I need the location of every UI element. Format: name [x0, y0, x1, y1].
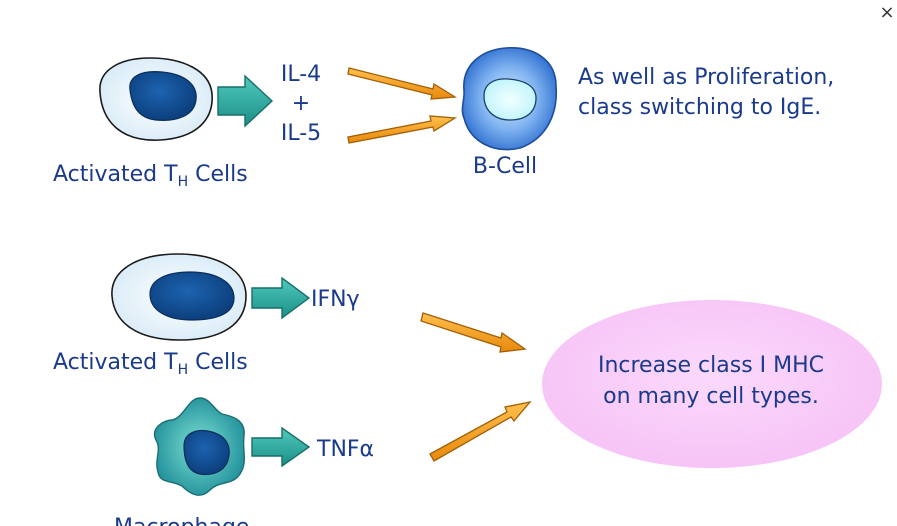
top-result-line1: As well as Proliferation,	[578, 65, 834, 90]
top-th-cell-label: Activated TH Cells	[53, 162, 248, 190]
top-th-label-tail: Cells	[188, 162, 248, 187]
top-th-label-main: Activated T	[53, 162, 178, 187]
bottom-th-label-main: Activated T	[53, 350, 178, 375]
tnf-label: TNFα	[316, 437, 374, 462]
bottom-result-line2: on many cell types.	[603, 384, 819, 409]
bottom-result-line1: Increase class I MHC	[598, 353, 824, 378]
b-cell-nucleus	[483, 78, 537, 121]
b-cell-label: B-Cell	[473, 154, 537, 179]
top-th-label-sub: H	[178, 174, 189, 190]
macrophage-nucleus	[183, 429, 230, 476]
bottom-th-label-sub: H	[178, 362, 189, 378]
il4-label: IL-4	[281, 62, 321, 87]
macrophage-label: Macrophage	[114, 515, 249, 526]
bottom-th-cell-label: Activated TH Cells	[53, 350, 248, 378]
il5-orange-arrow	[347, 115, 458, 144]
close-icon[interactable]: ×	[879, 2, 895, 23]
ifn-label: IFNγ	[311, 287, 360, 312]
top-th-cell-nucleus	[129, 71, 197, 121]
top-teal-arrow	[217, 74, 274, 128]
il4-orange-arrow	[347, 67, 458, 100]
target-ellipse	[542, 300, 882, 468]
ifn-teal-arrow	[251, 276, 311, 320]
tnf-teal-arrow	[251, 426, 311, 468]
tnf-orange-arrow	[429, 400, 532, 462]
ifn-orange-arrow	[420, 312, 527, 353]
il5-label: IL-5	[281, 121, 321, 146]
bottom-th-cell-nucleus	[149, 271, 235, 321]
plus-label: +	[292, 91, 310, 116]
top-th-cell	[99, 57, 213, 141]
bottom-th-label-tail: Cells	[188, 350, 248, 375]
macrophage	[153, 397, 245, 496]
top-result-line2: class switching to IgE.	[578, 95, 821, 120]
b-cell	[461, 47, 558, 151]
bottom-th-cell	[111, 253, 247, 341]
